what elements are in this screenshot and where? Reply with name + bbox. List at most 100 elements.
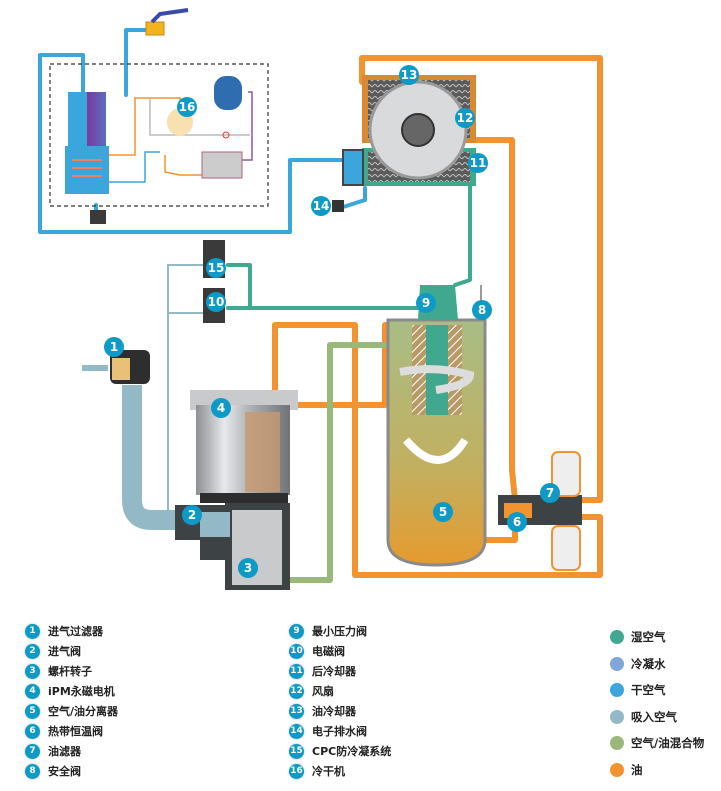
- badge-1: 1: [104, 337, 124, 357]
- legend-number-badge: 3: [25, 663, 40, 679]
- badge-6: 6: [507, 512, 527, 532]
- intake-filter: [82, 350, 150, 384]
- badge-10: 10: [206, 292, 226, 312]
- badge-3: 3: [238, 558, 258, 578]
- legend-label: 后冷却器: [312, 665, 356, 678]
- expansion-valve-icon: [222, 131, 230, 139]
- flow-legend-label: 空气/油混合物: [631, 736, 705, 751]
- svg-text:11: 11: [470, 156, 487, 170]
- dryer-drain: [90, 210, 106, 224]
- legend-number-badge: 5: [25, 703, 40, 719]
- color-swatch: [610, 683, 624, 698]
- wet-air-lines: [226, 183, 472, 310]
- legend-number-badge: 4: [25, 683, 40, 699]
- flow-legend-item: 湿空气: [610, 624, 704, 651]
- flow-legend-label: 冷凝水: [631, 656, 666, 671]
- screw-rotor-housing: [175, 503, 290, 590]
- legend-number-badge: 8: [25, 763, 40, 779]
- dryer-heat-exchanger: [65, 92, 109, 194]
- svg-text:8: 8: [478, 303, 486, 317]
- refrigerant-compressor-tank: [214, 76, 242, 110]
- compressor-flow-diagram: 1 2 3 4 5 6 7 8 9 10 11 12 13 14 15 16: [38, 8, 603, 590]
- color-swatch: [610, 709, 624, 724]
- legend-item: 1 进气过滤器: [25, 621, 118, 641]
- dry-air-lines: [38, 28, 367, 234]
- svg-text:10: 10: [208, 295, 225, 309]
- legend-item: 14 电子排水阀: [289, 721, 391, 741]
- svg-text:14: 14: [313, 199, 330, 213]
- oil-lines: [272, 55, 603, 578]
- legend-label: 最小压力阀: [312, 625, 367, 638]
- svg-text:2: 2: [188, 508, 196, 522]
- legend-item: 5 空气/油分离器: [25, 701, 118, 721]
- legend-label: 电子排水阀: [312, 725, 367, 738]
- badge-14: 14: [311, 196, 331, 216]
- legend-item: 3 螺杆转子: [25, 661, 118, 681]
- legend-label: 空气/油分离器: [48, 705, 119, 718]
- intake-pipe: [122, 385, 190, 530]
- svg-text:3: 3: [244, 561, 252, 575]
- condenser-coil: [201, 151, 243, 179]
- water-separator: [342, 149, 364, 186]
- badge-15: 15: [206, 258, 226, 278]
- ball-valve-icon: [145, 8, 189, 36]
- svg-text:1: 1: [110, 340, 118, 354]
- electronic-drain-valve: [332, 200, 344, 212]
- badge-9: 9: [416, 293, 436, 313]
- badge-12: 12: [455, 108, 475, 128]
- legend-item: 11 后冷却器: [289, 661, 391, 681]
- legend-item: 15 CPC防冷凝系统: [289, 741, 391, 761]
- flow-legend-item: 油: [610, 757, 704, 784]
- legend-number-badge: 15: [289, 743, 304, 759]
- svg-text:7: 7: [546, 486, 554, 500]
- badge-5: 5: [433, 502, 453, 522]
- flow-legend-label: 吸入空气: [631, 709, 677, 724]
- flow-color-legend: 湿空气 冷凝水 干空气 吸入空气 空气/油混合物 油: [610, 624, 704, 783]
- legend-number-badge: 1: [25, 623, 40, 639]
- air-oil-mix-lines: [282, 342, 395, 583]
- svg-text:12: 12: [457, 111, 474, 125]
- badge-2: 2: [182, 505, 202, 525]
- legend-label: 热带恒温阀: [48, 725, 103, 738]
- oil-filter-cartridges: [551, 451, 581, 571]
- legend-label: CPC防冷凝系统: [312, 745, 392, 758]
- legend-label: 风扇: [312, 685, 334, 698]
- color-swatch: [610, 630, 624, 645]
- legend-number-badge: 11: [289, 663, 304, 679]
- legend-item: 12 风扇: [289, 681, 391, 701]
- legend-number-badge: 14: [289, 723, 304, 739]
- legend-number-badge: 7: [25, 743, 40, 759]
- legend-number-badge: 13: [289, 703, 304, 719]
- legend-label: 螺杆转子: [48, 665, 92, 678]
- svg-text:5: 5: [439, 505, 447, 519]
- color-swatch: [610, 762, 624, 777]
- flow-legend-item: 空气/油混合物: [610, 730, 704, 757]
- badge-13: 13: [399, 65, 419, 85]
- air-oil-separator: [386, 285, 487, 567]
- flow-legend-label: 湿空气: [631, 630, 666, 645]
- legend-label: 进气过滤器: [48, 625, 103, 638]
- flow-legend-label: 干空气: [631, 683, 666, 698]
- svg-text:4: 4: [217, 401, 225, 415]
- badge-16: 16: [177, 97, 197, 117]
- legend-number-badge: 6: [25, 723, 40, 739]
- badge-8: 8: [472, 300, 492, 320]
- legend-number-badge: 10: [289, 643, 304, 659]
- color-swatch: [610, 736, 624, 751]
- flow-legend-item: 干空气: [610, 677, 704, 704]
- legend-item: 8 安全阀: [25, 761, 118, 781]
- refrigerant-dryer-box: [49, 63, 269, 207]
- legend-number-badge: 2: [25, 643, 40, 659]
- badge-11: 11: [468, 153, 488, 173]
- legend-number-badge: 12: [289, 683, 304, 699]
- legend-label: 安全阀: [48, 765, 81, 778]
- flow-legend-item: 冷凝水: [610, 651, 704, 678]
- flow-legend-label: 油: [631, 762, 643, 777]
- svg-text:6: 6: [513, 515, 521, 529]
- svg-text:15: 15: [208, 261, 225, 275]
